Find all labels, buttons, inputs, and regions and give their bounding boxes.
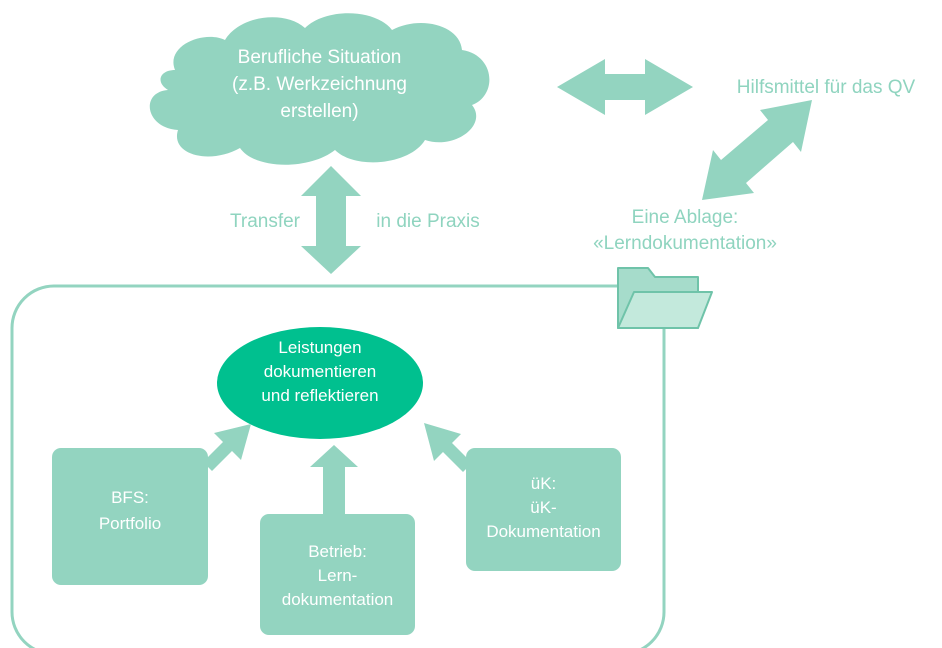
- ablage-line-2: «Lerndokumentation»: [593, 233, 777, 254]
- bfs-line-2: Portfolio: [98, 514, 162, 533]
- ellipse-text: Leistungen dokumentieren und reflektiere…: [220, 336, 420, 408]
- ablage-label: Eine Ablage: «Lerndokumentation»: [585, 205, 785, 257]
- cloud-text: Berufliche Situation (z.B. Werkzeichnung…: [192, 44, 447, 125]
- double-arrow-diagonal: [702, 100, 812, 200]
- folder-icon: [617, 267, 713, 329]
- bfs-text: BFS: Portfolio: [52, 485, 208, 537]
- uek-line-3: Dokumentation: [486, 522, 601, 541]
- double-arrow-horizontal: [557, 59, 693, 115]
- hilfsmittel-label: Hilfsmittel für das QV: [736, 77, 916, 98]
- transfer-left-label: Transfer: [229, 211, 301, 232]
- bfs-line-1: BFS:: [111, 488, 149, 507]
- betrieb-text: Betrieb: Lern- dokumentation: [260, 540, 415, 612]
- learning-frame: [10, 284, 666, 648]
- betrieb-line-3: dokumentation: [281, 590, 394, 609]
- uek-line-2: üK-: [530, 498, 557, 517]
- transfer-right-label: in die Praxis: [376, 211, 480, 232]
- bfs-box: [52, 448, 208, 585]
- uek-text: üK: üK- Dokumentation: [466, 472, 621, 544]
- uek-line-1: üK:: [530, 474, 557, 493]
- ellipse-line-2: dokumentieren: [263, 362, 377, 381]
- cloud-line-3: erstellen): [280, 101, 359, 122]
- ellipse-line-1: Leistungen: [278, 338, 362, 357]
- cloud-line-1: Berufliche Situation: [237, 47, 402, 68]
- arrow-uek-to-center: [424, 423, 472, 472]
- arrow-bfs-to-center: [203, 424, 251, 471]
- cloud-shape: [149, 13, 490, 165]
- ellipse-line-3: und reflektieren: [261, 386, 379, 405]
- uek-box: [466, 448, 621, 571]
- betrieb-box: [260, 514, 415, 635]
- ablage-line-1: Eine Ablage:: [631, 207, 739, 228]
- betrieb-line-2: Lern-: [317, 566, 358, 585]
- betrieb-line-1: Betrieb:: [308, 542, 367, 561]
- double-arrow-vertical: [301, 166, 361, 274]
- central-ellipse: [217, 327, 423, 439]
- cloud-line-2: (z.B. Werkzeichnung: [232, 74, 407, 95]
- arrow-betrieb-to-center: [310, 445, 358, 514]
